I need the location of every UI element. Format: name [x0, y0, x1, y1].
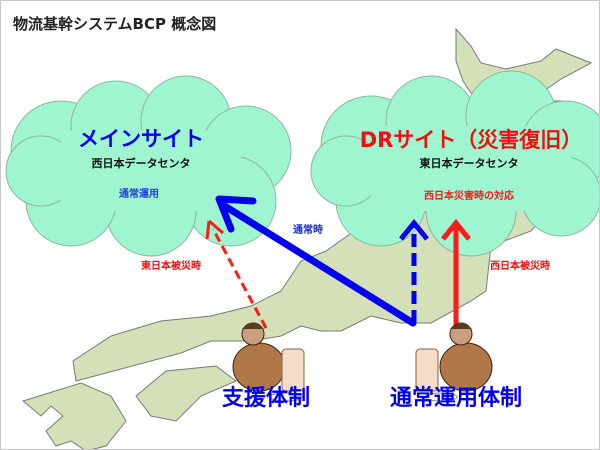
- dr-site-role: 西日本災害時の対応: [424, 189, 514, 202]
- arrow-east-disaster: [205, 219, 268, 329]
- arrow-dr-normal: [399, 219, 429, 323]
- main-site-cloud: [5, 75, 292, 257]
- site-link: [231, 134, 341, 148]
- label-west-disaster: 西日本被災時: [490, 259, 550, 272]
- operator-normal-icon: [415, 322, 493, 402]
- dr-site-name: DRサイト（災害復旧）: [360, 128, 583, 152]
- page-title: 物流基幹システムBCP 概念図: [13, 15, 216, 33]
- arrow-west-disaster: [441, 219, 471, 329]
- dr-site-location: 東日本データセンタ: [420, 156, 519, 170]
- shikoku: [135, 365, 237, 422]
- main-site-role: 通常運用: [119, 187, 159, 200]
- operator-support-icon: [232, 322, 305, 402]
- arrow-normal: [215, 195, 417, 327]
- main-site-name: メインサイト: [78, 127, 204, 151]
- team-support: 支援体制: [222, 386, 310, 411]
- label-east-disaster: 東日本被災時: [141, 259, 201, 272]
- main-site-location: 西日本データセンタ: [92, 156, 191, 170]
- label-normal: 通常時: [293, 223, 323, 236]
- kyushu: [21, 382, 127, 449]
- team-normal-ops: 通常運用体制: [390, 385, 522, 411]
